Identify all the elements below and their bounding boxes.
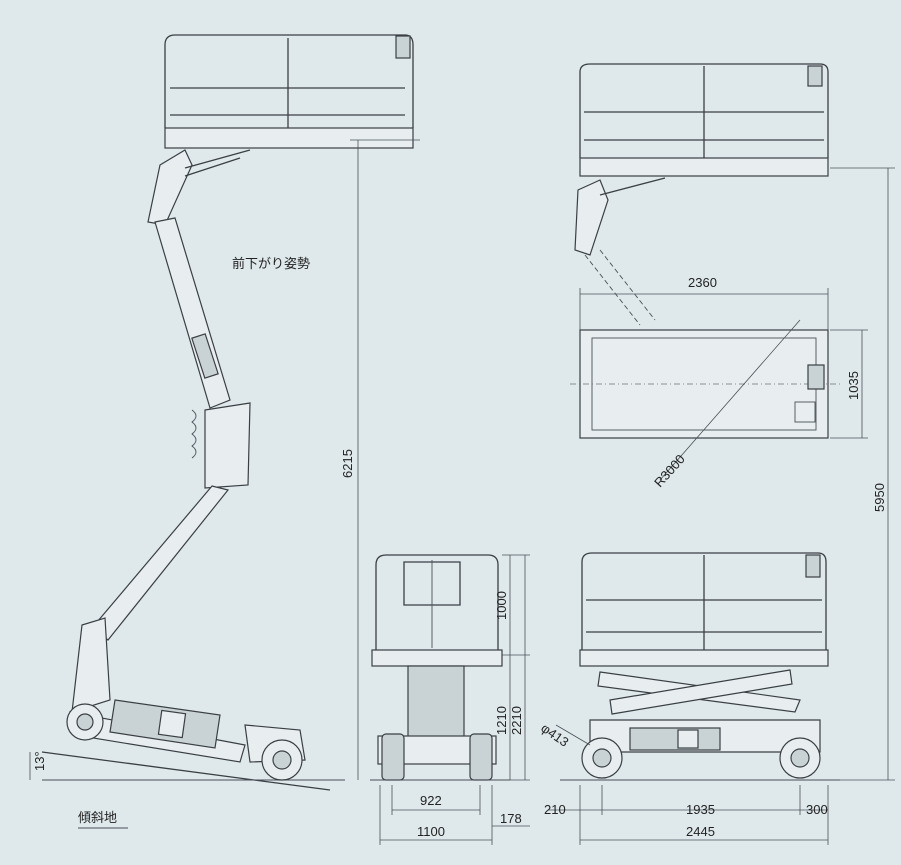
front-right-wheel (469, 733, 493, 781)
dim-178-text: 178 (500, 811, 522, 826)
stowed-side-view: φ413 (538, 552, 840, 781)
left-front-hub (76, 713, 94, 731)
dim-922-text: 922 (420, 793, 442, 808)
side-view-dims: 210 1935 300 2445 (544, 785, 829, 845)
st-guard-rail (581, 552, 827, 650)
front-deck (371, 649, 503, 667)
left-control-box (395, 35, 411, 59)
st-front-hub (592, 748, 612, 768)
radius-text: R3000 (651, 451, 688, 490)
front-gate (403, 561, 461, 606)
st-deck (579, 649, 829, 667)
st-boom-2 (609, 669, 793, 715)
tr-guard-rail (579, 63, 829, 158)
st-control-box (805, 554, 821, 578)
dim-1000-text: 1000 (494, 591, 509, 620)
mid-hinge-block (204, 402, 251, 489)
leveling-cylinder (184, 149, 251, 169)
posture-label: 前下がり姿勢 (232, 256, 310, 272)
front-view (370, 554, 510, 781)
tr-boom-phantom-2 (599, 249, 656, 321)
slope-label: 傾斜地 (78, 811, 117, 826)
front-guard-rail (375, 554, 499, 650)
tr-control-box (807, 65, 823, 87)
dim-1035-text: 1035 (846, 371, 861, 400)
upper-boom-cylinder (191, 333, 219, 379)
boom-pivot-post (71, 617, 111, 713)
dim-5950: 5950 (830, 167, 895, 781)
st-rear-hub (790, 748, 810, 768)
dim-1100-text: 1100 (417, 824, 445, 839)
dim-2210-text: 2210 (509, 706, 524, 735)
dim-1210-text: 1210 (494, 706, 509, 735)
tr-boom-head (574, 179, 609, 256)
dim-2445-text: 2445 (686, 824, 715, 839)
st-battery-box (629, 727, 721, 751)
left-control-panel (157, 709, 187, 739)
upper-boom-head (147, 149, 193, 226)
wheel-dia-text: φ413 (538, 720, 571, 750)
dim-6215: 6215 (340, 139, 420, 780)
left-guard-rail-outer (164, 34, 414, 128)
left-rear-hub (272, 750, 292, 770)
plan-control-box (807, 364, 825, 390)
cable-coil (191, 409, 197, 459)
wheel-dia-leader (555, 724, 591, 746)
top-right-side-view (574, 63, 829, 326)
front-view-dims: 1000 1210 2210 922 1100 178 (379, 554, 530, 845)
dim-5950-text: 5950 (872, 483, 887, 512)
dim-6215-text: 6215 (340, 449, 355, 478)
tr-boom-phantom-1 (584, 254, 641, 326)
angle-label: 13° (32, 751, 47, 771)
upper-boom (154, 217, 231, 409)
st-panel (677, 729, 699, 749)
slope-machine-view: 前下がり姿勢 13° 傾斜地 (29, 34, 414, 829)
plan-hatch (794, 401, 816, 423)
radius-line (659, 319, 801, 481)
left-platform-deck (164, 127, 414, 149)
front-left-wheel (381, 733, 405, 781)
lower-boom (91, 485, 230, 641)
front-mast (407, 665, 465, 739)
dim-2360-text: 2360 (688, 275, 717, 290)
plan-view: R3000 2360 1035 (570, 275, 868, 490)
tr-cylinder (599, 177, 666, 196)
dim-210-text: 210 (544, 802, 566, 817)
tr-deck (579, 157, 829, 177)
leveling-cylinder-rod (184, 157, 241, 177)
slope-ground-line (41, 751, 331, 791)
dim-300-text: 300 (806, 802, 828, 817)
dim-1935-text: 1935 (686, 802, 715, 817)
